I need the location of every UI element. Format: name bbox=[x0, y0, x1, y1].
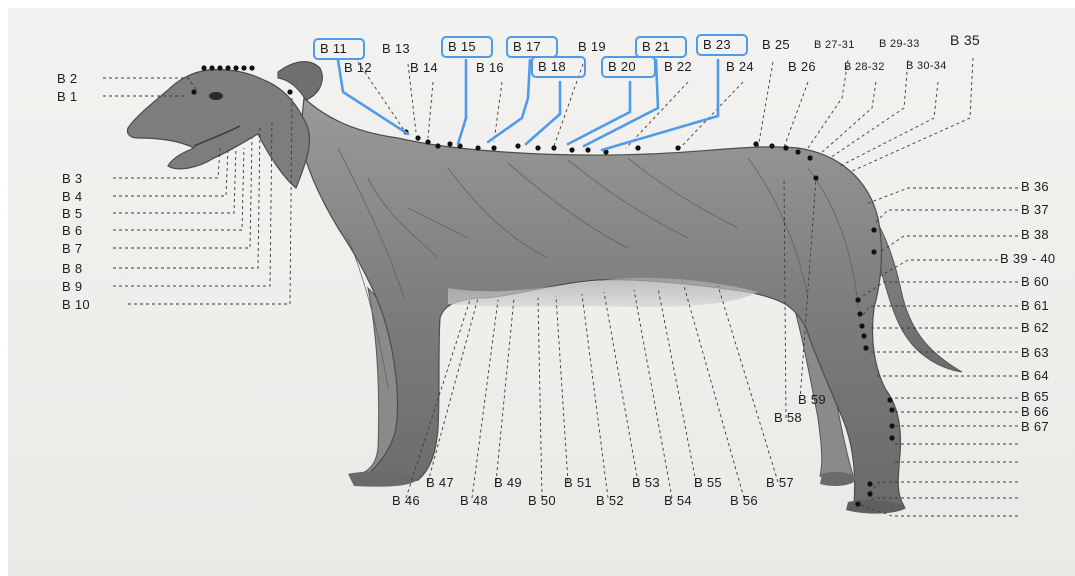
label-b37: B 37 bbox=[1021, 202, 1049, 217]
label-b3: B 3 bbox=[62, 171, 82, 186]
label-b21: B 21 bbox=[642, 39, 670, 54]
label-b38: B 38 bbox=[1021, 227, 1049, 242]
label-b48: B 53 bbox=[632, 475, 660, 490]
label-b54: B 59 bbox=[798, 392, 826, 407]
label-b12: B 12 bbox=[344, 60, 372, 75]
label-b43: B 48 bbox=[460, 493, 488, 508]
label-b26: B 26 bbox=[788, 59, 816, 74]
dog-head bbox=[127, 69, 309, 188]
label-b44: B 49 bbox=[494, 475, 522, 490]
label-b57: B 62 bbox=[1021, 320, 1049, 335]
diagram-paper: B 2 B 1 B 3 B 4 B 5 B 6 B 7 B 8 B 9 B 10… bbox=[8, 8, 1075, 576]
label-b51: B 56 bbox=[730, 493, 758, 508]
label-b20: B 20 bbox=[608, 59, 636, 74]
label-b23: B 23 bbox=[703, 37, 731, 52]
label-b19: B 19 bbox=[578, 39, 606, 54]
label-b1: B 1 bbox=[57, 89, 77, 104]
dog-meridian-figure bbox=[8, 8, 1075, 576]
label-b55: B 60 bbox=[1021, 274, 1049, 289]
label-b22: B 22 bbox=[664, 59, 692, 74]
label-b41: B 46 bbox=[392, 493, 420, 508]
label-b7: B 7 bbox=[62, 241, 82, 256]
label-b24: B 24 bbox=[726, 59, 754, 74]
label-b8: B 8 bbox=[62, 261, 82, 276]
dog-eye bbox=[209, 92, 223, 100]
label-b59: B 64 bbox=[1021, 368, 1049, 383]
dog-illustration bbox=[127, 62, 962, 514]
label-b30-34: B 30-34 bbox=[906, 59, 947, 74]
label-b25: B 25 bbox=[762, 37, 790, 52]
label-b4: B 4 bbox=[62, 189, 82, 204]
label-b35: B 35 bbox=[950, 33, 980, 48]
label-b11: B 11 bbox=[320, 41, 347, 56]
label-b58: B 63 bbox=[1021, 345, 1049, 360]
label-b28-32: B 28-32 bbox=[844, 60, 885, 75]
label-b14: B 14 bbox=[410, 60, 438, 75]
label-b27-31: B 27-31 bbox=[814, 38, 855, 53]
label-b10: B 10 bbox=[62, 297, 90, 312]
label-b53: B 58 bbox=[774, 410, 802, 425]
label-b36: B 36 bbox=[1021, 179, 1049, 194]
label-b60: B 65 bbox=[1021, 389, 1049, 404]
label-b49: B 54 bbox=[664, 493, 692, 508]
label-b17: B 17 bbox=[513, 39, 541, 54]
label-b62: B 67 bbox=[1021, 419, 1049, 434]
label-b6: B 6 bbox=[62, 223, 82, 238]
label-b29-33: B 29-33 bbox=[879, 37, 920, 52]
label-b16: B 16 bbox=[476, 60, 504, 75]
highlight-connectors bbox=[338, 60, 718, 150]
label-b13: B 13 bbox=[382, 41, 410, 56]
label-b52: B 57 bbox=[766, 475, 794, 490]
label-b56: B 61 bbox=[1021, 298, 1049, 313]
label-b2: B 2 bbox=[57, 71, 77, 86]
label-b50: B 55 bbox=[694, 475, 722, 490]
label-b45: B 50 bbox=[528, 493, 556, 508]
label-b39-40: B 39 - 40 bbox=[1000, 251, 1055, 266]
label-b15: B 15 bbox=[448, 39, 476, 54]
label-b5: B 5 bbox=[62, 206, 82, 221]
label-b9: B 9 bbox=[62, 279, 82, 294]
label-b47: B 52 bbox=[596, 493, 624, 508]
label-b46: B 51 bbox=[564, 475, 592, 490]
label-b61: B 66 bbox=[1021, 404, 1049, 419]
label-b42: B 47 bbox=[426, 475, 454, 490]
label-b18: B 18 bbox=[538, 59, 566, 74]
